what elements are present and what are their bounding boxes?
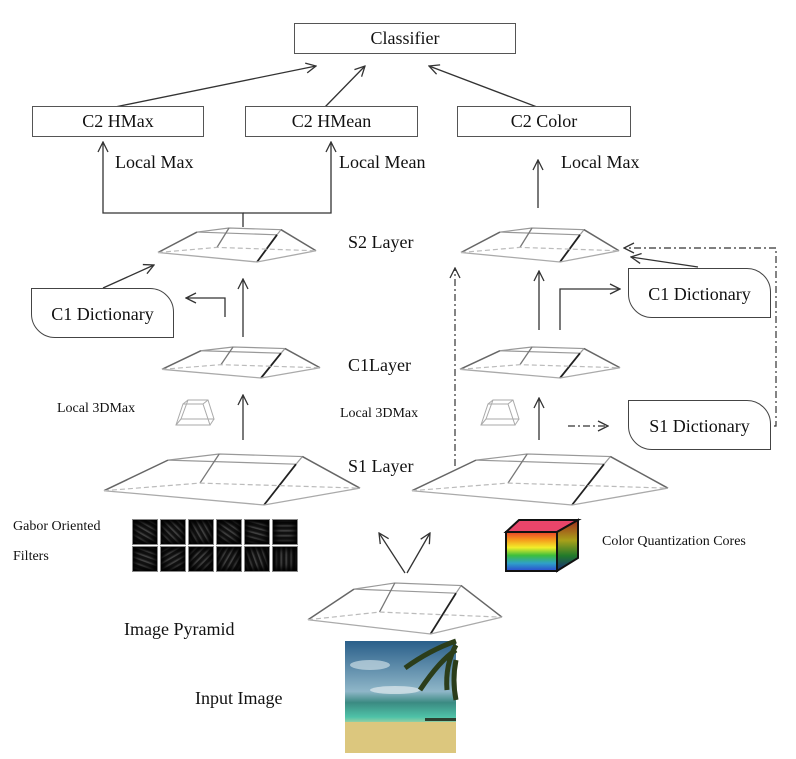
arrow-pyramid-to-s1-right (406, 533, 430, 574)
s2-left-pooling-connector (103, 142, 331, 227)
gabor-filter-tile (272, 519, 298, 545)
gabor-filter-tile (132, 546, 158, 572)
arrow-c1-to-dictionary-left (186, 298, 226, 317)
arrow-c1-to-dictionary-right (559, 289, 620, 330)
input-image-label: Input Image (195, 688, 283, 708)
arrow-hmax-to-classifier (114, 66, 316, 108)
arrow-color-to-classifier (429, 66, 538, 108)
gabor-filter-tile (216, 519, 242, 545)
c1-layer-left-pyramid (161, 346, 321, 379)
image-pyramid-label: Image Pyramid (124, 619, 235, 639)
c2-hmean-box: C2 HMean (245, 106, 418, 137)
c1-dictionary-right: C1 Dictionary (628, 268, 771, 318)
local-max-label-right: Local Max (561, 152, 640, 172)
s2-layer-left-pyramid (157, 227, 317, 263)
gabor-filter-tile (160, 519, 186, 545)
s1-dictionary: S1 Dictionary (628, 400, 771, 450)
gabor-filter-bank (132, 519, 302, 572)
gabor-filter-tile (244, 546, 270, 572)
c2-hmax-box: C2 HMax (32, 106, 204, 137)
local-mean-label: Local Mean (339, 152, 426, 172)
c2-color-box: C2 Color (457, 106, 631, 137)
classifier-box: Classifier (294, 23, 516, 54)
gabor-label-line2: Filters (13, 549, 49, 564)
arrow-dashed-s1dict-to-s2-right (624, 248, 777, 427)
gabor-filter-tile (272, 546, 298, 572)
arrow-dictionary-to-s2-right (631, 257, 699, 268)
local-3dmax-icon-left (175, 399, 215, 426)
s1-dictionary-label: S1 Dictionary (649, 416, 750, 436)
gabor-label-line1: Gabor Oriented (13, 519, 101, 534)
arrow-dictionary-to-s2-left (102, 265, 154, 289)
s1-layer-label: S1 Layer (348, 456, 414, 476)
s2-layer-right-pyramid (460, 227, 620, 263)
arrow-pyramid-to-s1-left (379, 533, 406, 574)
s1-layer-right-pyramid (411, 453, 669, 506)
color-quantization-cube-icon (503, 518, 582, 573)
s2-layer-label: S2 Layer (348, 232, 414, 252)
c1-layer-right-pyramid (459, 346, 621, 379)
c1-layer-label: C1Layer (348, 355, 411, 375)
gabor-filter-tile (188, 519, 214, 545)
c1-dictionary-right-label: C1 Dictionary (648, 284, 751, 304)
gabor-filter-tile (216, 546, 242, 572)
gabor-filter-tile (160, 546, 186, 572)
gabor-filter-tile (244, 519, 270, 545)
local-3dmax-icon-right (480, 399, 520, 426)
color-quantization-label: Color Quantization Cores (602, 534, 746, 549)
gabor-filter-tile (188, 546, 214, 572)
c2-to-classifier-arrows (114, 66, 538, 108)
image-pyramid-shape (307, 582, 503, 635)
local-3dmax-label-left: Local 3DMax (57, 401, 136, 416)
arrow-hmean-to-classifier (324, 66, 365, 108)
s1-layer-left-pyramid (103, 453, 361, 506)
local-3dmax-label-right: Local 3DMax (340, 406, 419, 421)
input-image-photo (345, 638, 459, 753)
c1-dictionary-left: C1 Dictionary (31, 288, 174, 338)
c1-dictionary-left-label: C1 Dictionary (51, 304, 154, 324)
gabor-filter-tile (132, 519, 158, 545)
local-max-label-left: Local Max (115, 152, 194, 172)
